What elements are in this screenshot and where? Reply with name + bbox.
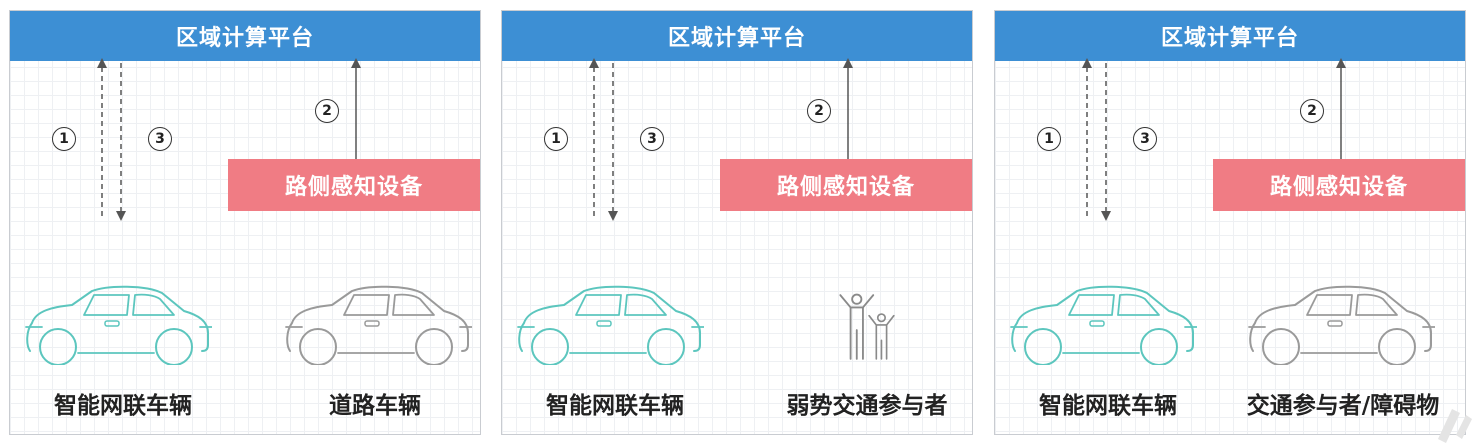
connected-vehicle-label: 智能网联车辆 — [1003, 386, 1213, 420]
participant-obstacle-label: 交通参与者/障碍物 — [1223, 386, 1463, 420]
connected-car-icon — [1007, 281, 1197, 365]
connected-vehicle-label: 智能网联车辆 — [18, 386, 228, 420]
step-1-marker: 1 — [1037, 127, 1061, 151]
scenario-panel-2: 区域计算平台 1 2 3 路侧感知设备 智能网联车辆 弱势交通参与者 — [501, 10, 973, 435]
flow-arrows — [502, 11, 974, 436]
step-2-marker: 2 — [1300, 99, 1324, 123]
step-3-marker: 3 — [148, 127, 172, 151]
connected-car-icon — [514, 281, 704, 365]
roadside-sensor-box: 路侧感知设备 — [1213, 159, 1465, 211]
flow-arrows — [10, 11, 482, 436]
roadside-sensor-box: 路侧感知设备 — [228, 159, 480, 211]
step-1-marker: 1 — [52, 127, 76, 151]
flow-arrows — [995, 11, 1467, 436]
step-3-marker: 3 — [640, 127, 664, 151]
step-2-marker: 2 — [807, 99, 831, 123]
step-3-marker: 3 — [1133, 127, 1157, 151]
pedestrians-icon — [832, 291, 898, 363]
watermark-mark — [1430, 395, 1474, 443]
obstacle-car-icon — [1245, 281, 1435, 365]
step-2-marker: 2 — [315, 99, 339, 123]
road-vehicle-label: 道路车辆 — [270, 386, 480, 420]
step-1-marker: 1 — [544, 127, 568, 151]
connected-vehicle-label: 智能网联车辆 — [510, 386, 720, 420]
road-vehicle-icon — [282, 281, 472, 365]
connected-car-icon — [22, 281, 212, 365]
scenario-panel-3: 区域计算平台 1 2 3 路侧感知设备 智能网联车辆 交通参与者/障碍物 — [994, 10, 1466, 435]
roadside-sensor-box: 路侧感知设备 — [720, 159, 972, 211]
scenario-panel-1: 区域计算平台 1 2 3 路侧感知设备 智能网联车辆 道路车辆 — [9, 10, 481, 435]
vulnerable-road-user-label: 弱势交通参与者 — [760, 386, 974, 420]
